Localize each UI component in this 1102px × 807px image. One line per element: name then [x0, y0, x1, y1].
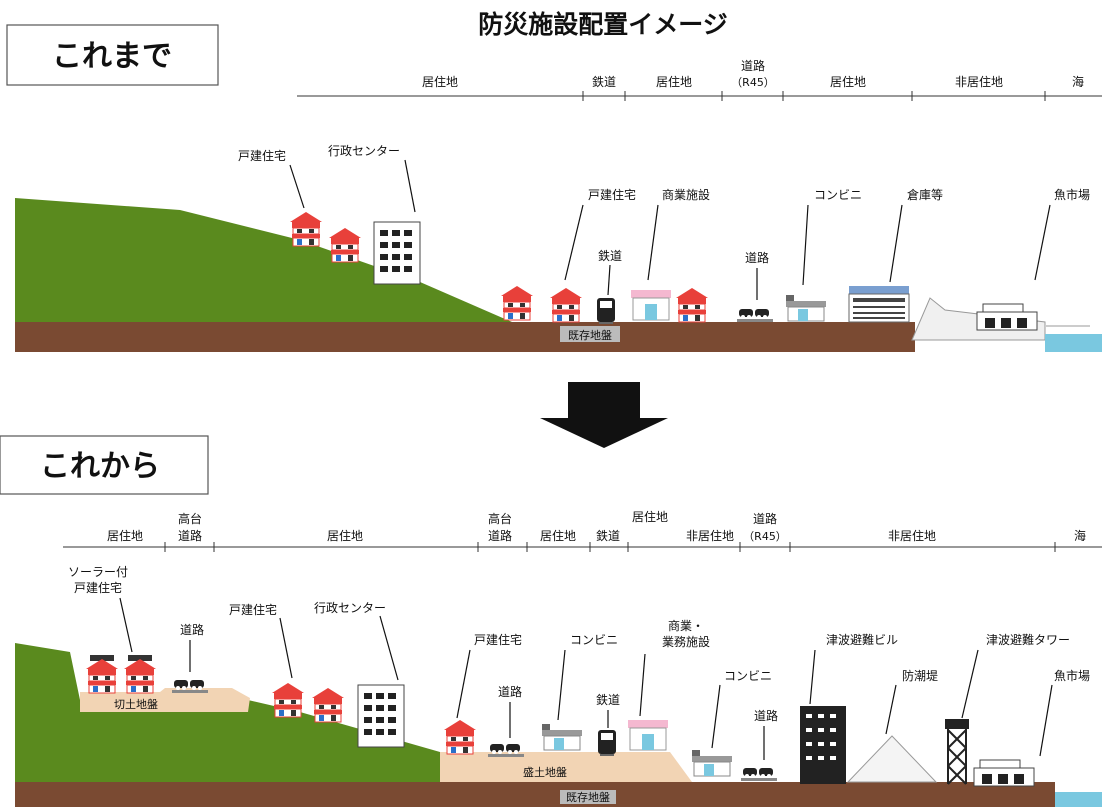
before-label-warehouse: 倉庫等 — [907, 187, 943, 202]
page-title: 防災施設配置イメージ — [478, 10, 728, 39]
after-label-road-top: 道路 — [180, 622, 204, 637]
after-label-road-r45: 道路 — [754, 708, 778, 723]
after-zone-9b: （R45） — [743, 530, 787, 543]
after-zone-3: 居住地 — [327, 529, 363, 543]
after-seawall — [846, 735, 938, 783]
before-soil — [15, 322, 915, 352]
after-label-house-mid: 戸建住宅 — [229, 602, 277, 617]
before-label-house-hill: 戸建住宅 — [238, 148, 286, 163]
after-zone-7: 居住地 — [632, 510, 668, 524]
after-label-convenience-2: コンビニ — [724, 669, 772, 683]
after-heading-box — [0, 435, 209, 495]
after-label-admin: 行政センター — [314, 601, 386, 615]
after-label-house-low: 戸建住宅 — [474, 632, 522, 647]
before-label-commercial: 商業施設 — [662, 187, 710, 202]
before-label-road: 道路 — [745, 250, 769, 265]
after-zone-2b: 道路 — [178, 528, 202, 543]
before-zone-4: 道路 — [741, 58, 765, 73]
before-zone-4b: （R45） — [731, 76, 775, 89]
after-zone-4a: 高台 — [488, 511, 512, 526]
after-label-seawall: 防潮堤 — [902, 668, 938, 683]
after-label-railway: 鉄道 — [596, 692, 620, 707]
before-label-house-low: 戸建住宅 — [588, 187, 636, 202]
tsunami-evacuation-tower — [945, 719, 969, 785]
after-zone-10: 非居住地 — [888, 529, 936, 543]
before-zone-2: 鉄道 — [592, 74, 616, 89]
after-heading: これから — [40, 449, 160, 484]
after-fill-ground — [440, 752, 692, 782]
before-label-admin: 行政センター — [328, 144, 400, 158]
after-label-convenience-1: コンビニ — [570, 633, 618, 647]
after-label-solar-2: 戸建住宅 — [74, 580, 122, 595]
before-section: これまで 居住地 鉄道 居住地 道路 （R45） 居住地 非居住地 海 既存地盤 — [6, 24, 1102, 352]
after-zone-8: 非居住地 — [686, 529, 734, 543]
tsunami-evacuation-building — [800, 706, 846, 784]
after-zone-1: 居住地 — [107, 529, 143, 543]
before-zone-3: 居住地 — [656, 75, 692, 89]
before-label-convenience: コンビニ — [814, 188, 862, 202]
before-heading: これまで — [52, 39, 172, 74]
after-label-tsunami-building: 津波避難ビル — [826, 632, 898, 647]
after-zone-5: 居住地 — [540, 529, 576, 543]
after-hill — [15, 643, 440, 787]
after-label-commercial-1: 商業・ — [668, 618, 704, 633]
after-label-commercial-2: 業務施設 — [662, 634, 710, 649]
after-label-tsunami-tower: 津波避難タワー — [986, 632, 1070, 647]
after-label-cut-ground: 切土地盤 — [114, 698, 158, 711]
before-sea — [1045, 334, 1102, 352]
before-zone-6: 非居住地 — [955, 75, 1003, 89]
after-zone-2a: 高台 — [178, 511, 202, 526]
after-zone-11: 海 — [1074, 528, 1086, 543]
before-zone-1: 居住地 — [422, 75, 458, 89]
before-zone-5: 居住地 — [830, 75, 866, 89]
before-heading-box — [6, 24, 219, 86]
after-soil — [15, 782, 1055, 807]
after-label-fish-market: 魚市場 — [1054, 668, 1090, 683]
after-label-road-low: 道路 — [498, 684, 522, 699]
after-label-fill-ground: 盛土地盤 — [523, 765, 567, 779]
down-arrow-icon — [540, 382, 668, 448]
after-label-solar-1: ソーラー付 — [68, 565, 128, 579]
after-zone-9a: 道路 — [753, 511, 777, 526]
after-zone-6: 鉄道 — [596, 528, 620, 543]
after-section: これから 居住地 高台 道路 居住地 高台 道路 居住地 鉄道 居住地 非居住地… — [0, 435, 1102, 807]
before-zone-7: 海 — [1072, 74, 1084, 89]
before-label-fish-market: 魚市場 — [1054, 187, 1090, 202]
after-sea — [1055, 792, 1102, 807]
before-hill — [15, 198, 512, 322]
before-ground-label: 既存地盤 — [568, 328, 612, 342]
before-label-railway: 鉄道 — [598, 248, 622, 263]
after-label-existing-ground: 既存地盤 — [566, 790, 610, 804]
after-zone-4b: 道路 — [488, 528, 512, 543]
